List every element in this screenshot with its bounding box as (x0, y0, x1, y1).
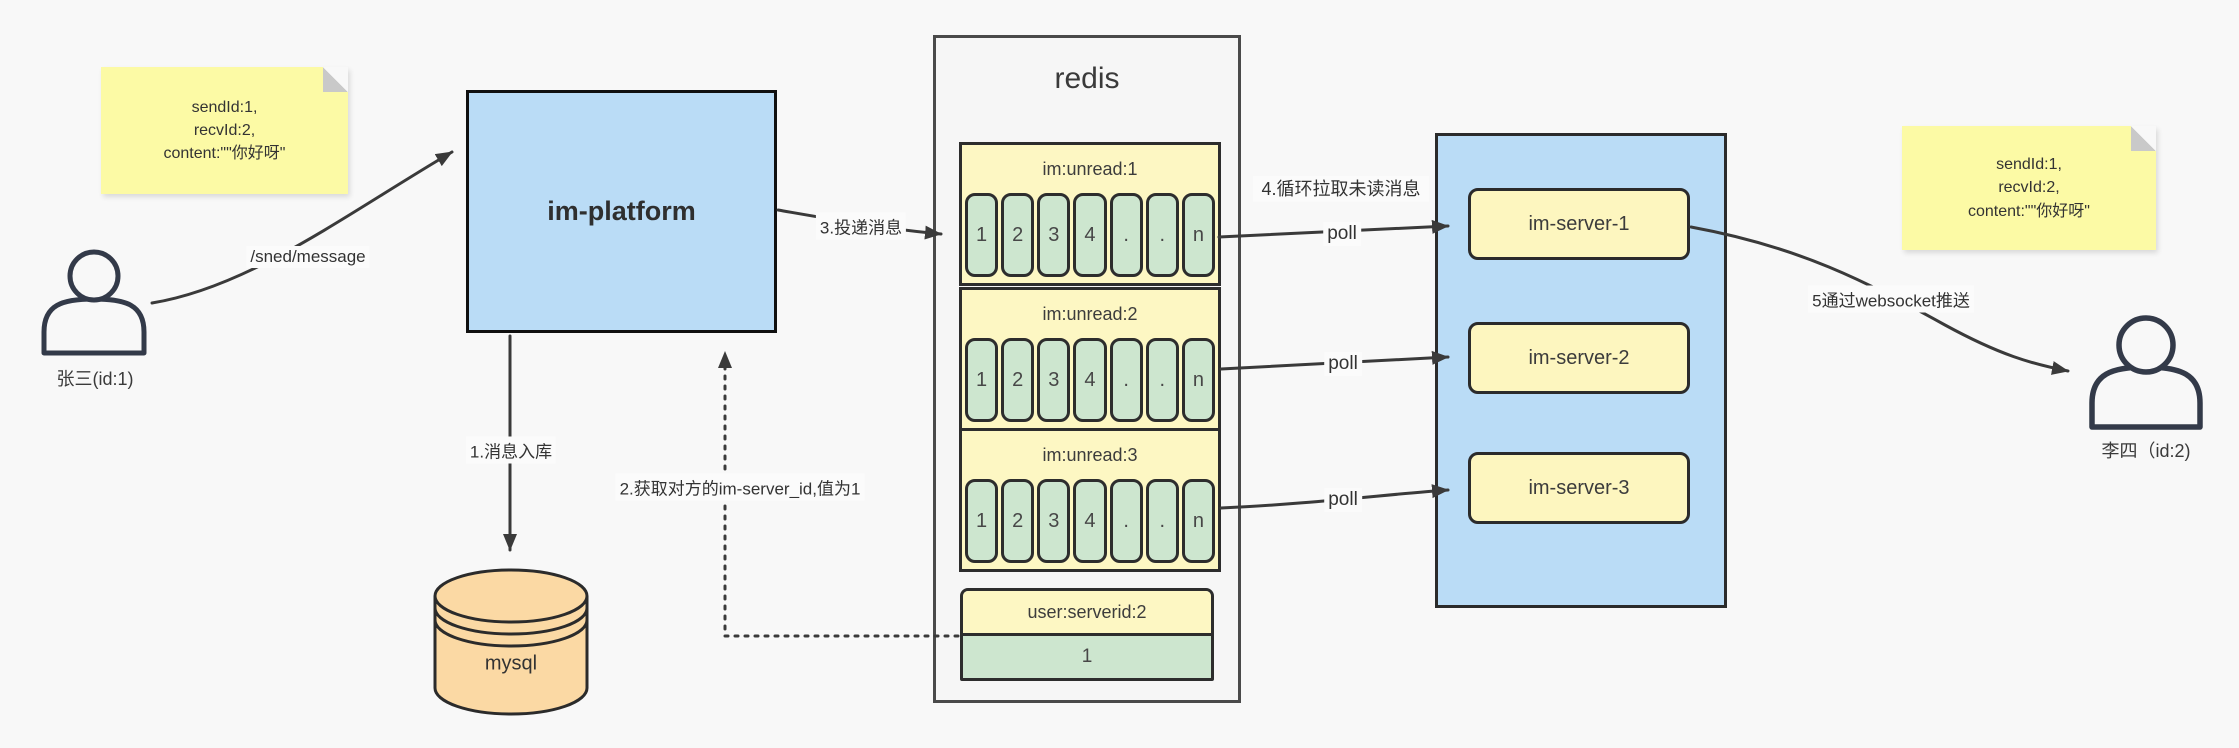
kv-header: user:serverid:2 (963, 591, 1211, 636)
queue-cell: 3 (1037, 338, 1071, 422)
receiver-name-label: 李四（id:2) (2101, 441, 2191, 461)
im-server-1-node: im-server-1 (1468, 188, 1690, 260)
queue-cells: 1 2 3 4 . . n (962, 193, 1218, 277)
sender-name-label: 张三(id:1) (56, 369, 134, 389)
queue-cell: 1 (965, 193, 999, 277)
queue-cell: 2 (1001, 338, 1035, 422)
edge-label-poll-1: poll (1323, 222, 1361, 246)
note-line: content:""你好呀" (1968, 202, 2090, 220)
note-line: recvId:2, (1998, 179, 2060, 197)
queue-cell: 1 (965, 479, 999, 563)
im-server-label: im-server-2 (1528, 346, 1630, 369)
queue-cells: 1 2 3 4 . . n (962, 479, 1218, 563)
queue-cell: 3 (1037, 193, 1071, 277)
mysql-label: mysql (484, 652, 538, 675)
note-fold-icon (323, 67, 348, 92)
queue-cell: 4 (1073, 479, 1107, 563)
queue-header: im:unread:3 (1042, 445, 1138, 465)
queue-cell: . (1145, 479, 1179, 563)
im-platform-label: im-platform (547, 196, 696, 226)
queue-im-unread-3: im:unread:3 1 2 3 4 . . n (959, 428, 1221, 572)
im-platform-node: im-platform (466, 90, 777, 333)
queue-cell: 1 (965, 338, 999, 422)
queue-cell: . (1109, 193, 1143, 277)
queue-header: im:unread:2 (1042, 304, 1138, 324)
im-server-2-node: im-server-2 (1468, 322, 1690, 394)
queue-cell: 3 (1037, 479, 1071, 563)
im-server-label: im-server-3 (1528, 476, 1630, 499)
kv-user-serverid: user:serverid:2 1 (960, 588, 1214, 681)
queue-cell: . (1109, 338, 1143, 422)
queue-cell: n (1181, 479, 1215, 563)
note-fold-icon (2131, 126, 2156, 151)
queue-cell: 4 (1073, 338, 1107, 422)
kv-value: 1 (963, 636, 1211, 678)
queue-cell: n (1181, 193, 1215, 277)
edge-label-step1: 1.消息入库 (465, 436, 557, 464)
queue-header: im:unread:1 (1042, 159, 1138, 179)
redis-container: redis im:unread:1 1 2 3 4 . . n im:unrea… (933, 35, 1241, 703)
edge-label-step2: 2.获取对方的im-server_id,值为1 (615, 473, 865, 501)
redis-title: redis (1054, 62, 1120, 95)
queue-im-unread-1: im:unread:1 1 2 3 4 . . n (959, 142, 1221, 286)
queue-cells: 1 2 3 4 . . n (962, 338, 1218, 422)
edge-label-step5: 5通过websocket推送 (1808, 285, 1974, 313)
queue-cell: . (1109, 479, 1143, 563)
edge-label-poll-3: poll (1324, 488, 1362, 512)
edge-label-step4: 4.循环拉取未读消息 (1253, 175, 1429, 203)
edge-label-step3: 3.投递消息 (815, 212, 907, 240)
queue-cell: . (1145, 338, 1179, 422)
queue-cell: 4 (1073, 193, 1107, 277)
im-server-cluster: im-server-1 im-server-2 im-server-3 (1435, 133, 1727, 608)
note-line: recvId:2, (193, 121, 256, 139)
queue-cell: n (1181, 338, 1215, 422)
note-line: sendId:1, (1996, 156, 2062, 174)
queue-cell: 2 (1001, 193, 1035, 277)
note-line: sendId:1, (191, 98, 258, 116)
queue-cell: 2 (1001, 479, 1035, 563)
queue-cell: . (1145, 193, 1179, 277)
edge-label-poll-2: poll (1324, 352, 1362, 376)
im-server-3-node: im-server-3 (1468, 452, 1690, 524)
im-server-label: im-server-1 (1528, 212, 1630, 235)
edge-label-send-message: /sned/message (246, 246, 370, 268)
queue-im-unread-2: im:unread:2 1 2 3 4 . . n (959, 287, 1221, 431)
